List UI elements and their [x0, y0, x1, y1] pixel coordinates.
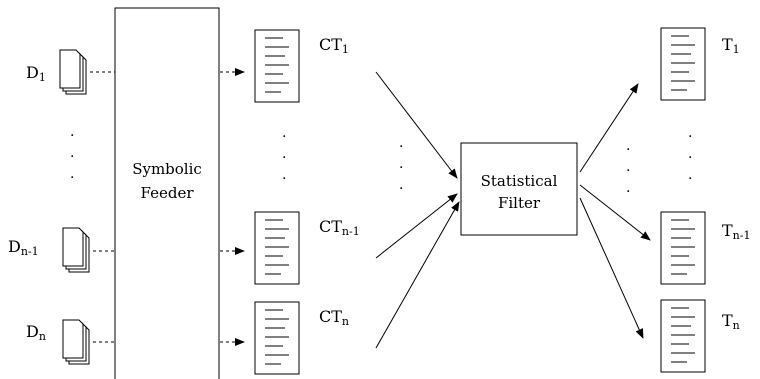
output-document-icon-t1: [660, 27, 706, 101]
ellipsis-filter-out-1: .: [626, 138, 630, 154]
feeder-label-line1: Symbolic: [132, 160, 202, 178]
ellipsis-inputs-3: .: [70, 166, 74, 182]
ellipsis-filter-out-3: .: [626, 180, 630, 196]
output-label-t1: T1: [722, 35, 740, 56]
document-stack-icon-d1: [59, 49, 87, 95]
output-document-icon-tn: [660, 299, 706, 373]
ellipsis-candidates-2: .: [282, 146, 286, 162]
arrow-filter-tn-1: [579, 184, 651, 241]
ellipsis-middle-2: .: [399, 156, 403, 172]
ellipsis-candidates-1: .: [282, 125, 286, 141]
arrow-ctn-filter: [375, 201, 460, 349]
symbolic-feeder-box: [114, 7, 220, 379]
candidate-label-ctn-1: CTn-1: [319, 217, 360, 238]
ellipsis-middle-3: .: [399, 177, 403, 193]
candidate-document-icon-ctn: [254, 301, 300, 375]
feeder-label-line2: Feeder: [141, 184, 195, 202]
document-stack-icon-dn-1: [62, 227, 90, 273]
ellipsis-middle-1: .: [399, 135, 403, 151]
candidate-document-icon-ctn-1: [254, 211, 300, 285]
arrow-filter-tn: [579, 197, 644, 339]
statistical-filter-box: [460, 142, 578, 236]
input-label-dn: Dn: [26, 322, 46, 343]
ellipsis-outputs-3: .: [688, 167, 692, 183]
filter-label-line1: Statistical: [481, 172, 558, 190]
ellipsis-outputs-1: .: [688, 125, 692, 141]
document-stack-icon-dn: [62, 319, 90, 365]
arrow-ct1-filter: [375, 71, 458, 179]
arrow-ctn-1-filter: [375, 193, 458, 259]
input-label-d1: D1: [26, 63, 46, 84]
arrow-filter-t1: [579, 83, 639, 173]
ellipsis-outputs-2: .: [688, 146, 692, 162]
input-label-dn-1: Dn-1: [8, 237, 39, 258]
output-document-icon-tn-1: [660, 211, 706, 285]
candidate-document-icon-ct1: [254, 29, 300, 103]
ellipsis-inputs-1: .: [70, 124, 74, 140]
candidate-label-ct1: CT1: [319, 35, 349, 56]
candidate-label-ctn: CTn: [319, 307, 349, 328]
ellipsis-filter-out-2: .: [626, 159, 630, 175]
output-label-tn-1: Tn-1: [722, 221, 750, 242]
ellipsis-candidates-3: .: [282, 167, 286, 183]
output-label-tn: Tn: [722, 311, 740, 332]
ellipsis-inputs-2: .: [70, 145, 74, 161]
filter-label-line2: Filter: [498, 194, 541, 212]
